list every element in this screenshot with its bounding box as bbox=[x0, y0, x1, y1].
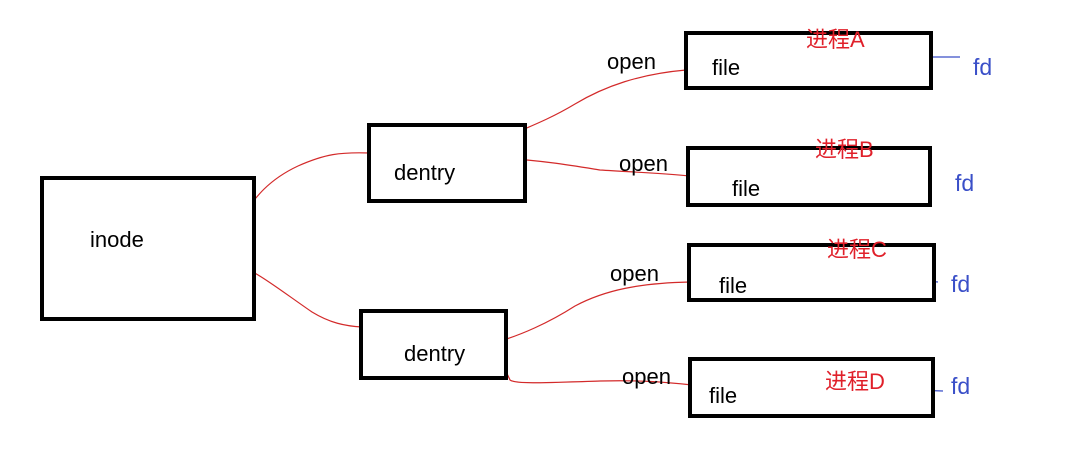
file-label-A: file bbox=[712, 55, 741, 80]
process-label-C: 进程C bbox=[827, 237, 887, 262]
file-box-D bbox=[688, 357, 935, 418]
file-box-C bbox=[687, 243, 936, 302]
open-label-A: open bbox=[607, 49, 656, 74]
file-label-C: file bbox=[719, 273, 748, 298]
connector-dentry2-fileC bbox=[492, 281, 691, 344]
fd-label-A: fd bbox=[973, 54, 993, 80]
dentry-box-2 bbox=[359, 309, 508, 380]
file-label-B: file bbox=[732, 176, 761, 201]
file-box-A bbox=[684, 31, 933, 90]
open-label-B: open bbox=[619, 151, 668, 176]
file-box-B bbox=[686, 146, 932, 207]
process-label-A: 进程A bbox=[806, 27, 865, 52]
process-label-B: 进程B bbox=[815, 137, 874, 162]
fd-label-C: fd bbox=[951, 271, 971, 297]
inode-box bbox=[40, 176, 256, 321]
fd-label-B: fd bbox=[955, 170, 975, 196]
dentry-label-2: dentry bbox=[404, 341, 466, 366]
dentry-box-1 bbox=[367, 123, 527, 203]
inode-label: inode bbox=[90, 227, 144, 252]
file-label-D: file bbox=[709, 383, 738, 408]
connector-dentry1-fileB bbox=[498, 157, 691, 177]
connector-inode-dentry1 bbox=[242, 152, 371, 216]
fd-label-D: fd bbox=[951, 373, 971, 399]
process-label-D: 进程D bbox=[825, 369, 885, 394]
dentry-label-1: dentry bbox=[394, 160, 456, 185]
open-label-C: open bbox=[610, 261, 659, 286]
open-label-D: open bbox=[622, 364, 671, 389]
